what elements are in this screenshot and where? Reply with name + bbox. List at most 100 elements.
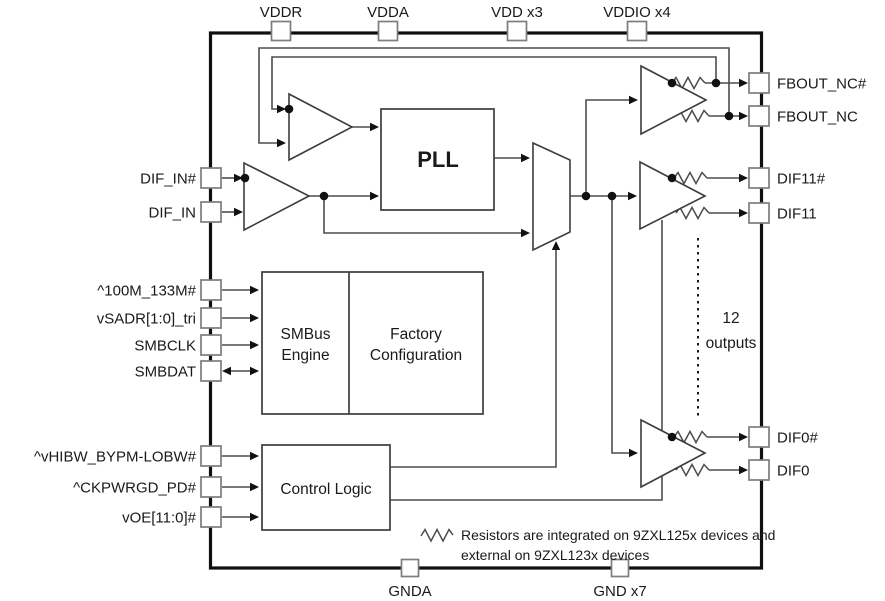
resistor-note-line2: external on 9ZXL123x devices [461,547,649,563]
fbout-output-buffer [640,64,708,136]
pin-label-dif0: DIF0 [777,463,810,480]
arrow-icon [234,207,243,217]
arrow-icon [250,366,259,376]
arrow-icon [739,208,748,218]
dif0-feed-wire [611,196,630,454]
junction-dot [284,104,294,114]
junction-dot [711,78,721,88]
pin-dif-in-n [200,167,222,189]
pin-label-vdda: VDDA [367,4,409,21]
pin-dif11-n [748,167,770,189]
pin-label-sadr: vSADR[1:0]_tri [97,311,196,328]
pin-label-vddr: VDDR [260,4,303,21]
arrow-icon [739,465,748,475]
resistor-note-line1: Resistors are integrated on 9ZXL125x dev… [461,527,775,543]
smbus-engine-label-line1: SMBus [281,326,331,343]
arrow-icon [250,285,259,295]
junction-dots [240,78,734,442]
arrow-icon [250,313,259,323]
arrow-icon [234,173,243,183]
fb-loop-neg-wire [258,47,730,144]
arrow-icon [739,432,748,442]
junction-dot [319,191,329,201]
resistor-fbout-pos [671,75,706,91]
pin-gnd [610,558,630,578]
pin-label-dif-in: DIF_IN [148,205,196,222]
resistor-dif0-pos [673,429,708,445]
pin-vddr [270,20,292,42]
factory-config-label-line2: Configuration [370,347,462,364]
pin-vdd [506,20,528,42]
arrow-icon [629,448,638,458]
arrow-icon [629,95,638,105]
junction-dot [667,78,677,88]
pin-squares [200,20,770,578]
arrow-icon [628,191,637,201]
resistor-dif11-neg [675,205,710,221]
pin-fbout-nc-n [748,72,770,94]
resistor-legend-icon [420,527,454,543]
feedback-input-buffer [288,92,354,162]
arrow-icon [277,138,286,148]
pin-label-vdd: VDD x3 [491,4,543,21]
junction-dot [581,191,591,201]
smbus-factory-block [261,271,484,415]
arrow-icon [222,366,231,376]
pin-dif0-n [748,426,770,448]
pin-smbdat [200,360,222,382]
pin-ckpwrgd-pd [200,476,222,498]
fbout-feed-wire [585,99,630,196]
arrow-icon [370,191,379,201]
pin-fbout-nc [748,105,770,127]
dif11-output-buffer [639,160,707,231]
pin-gnda [400,558,420,578]
resistor-dif11-pos [673,170,708,186]
pin-label-gnda: GNDA [388,583,431,600]
pin-label-smbclk: SMBCLK [134,338,196,355]
arrow-icon [250,451,259,461]
pin-dif0 [748,459,770,481]
junction-dot [240,173,250,183]
arrowheads [222,78,748,522]
pll-label: PLL [417,147,459,172]
pin-label-gnd: GND x7 [593,583,646,600]
arrow-icon [739,78,748,88]
fb-loop-pos-wire [271,56,717,110]
enable-wire [390,220,663,501]
pin-sadr [200,307,222,329]
arrow-icon [250,482,259,492]
pin-100m-133m [200,279,222,301]
pin-label-dif11-n: DIF11# [777,171,826,188]
arrow-icon [551,241,561,250]
pin-label-hibw-bypm-lobw: ^vHIBW_BYPM-LOBW# [34,449,197,466]
arrow-icon [277,104,286,114]
pin-vddio [626,20,648,42]
pin-label-dif0-n: DIF0# [777,430,819,447]
arrow-icon [521,153,530,163]
bypass-wire [323,196,522,234]
mux-select-wire [390,249,557,468]
junction-dot [724,111,734,121]
junction-dot [607,191,617,201]
output-count-line2: outputs [706,335,757,352]
dif0-output-buffer [640,418,707,489]
arrow-icon [250,512,259,522]
arrow-icon [521,228,530,238]
pin-label-100m-133m: ^100M_133M# [97,283,196,300]
control-logic-label: Control Logic [280,481,372,498]
pin-label-ckpwrgd-pd: ^CKPWRGD_PD# [73,480,197,497]
pin-dif11 [748,202,770,224]
pin-vdda [377,20,399,42]
pin-smbclk [200,334,222,356]
pll-block [380,108,495,211]
dif-input-buffer [243,161,311,232]
factory-config-label-line1: Factory [390,326,442,343]
pin-hibw-bypm-lobw [200,445,222,467]
clock-mux [532,141,571,252]
output-count-line1: 12 [722,310,739,327]
smbus-engine-label-line2: Engine [281,347,329,364]
wires [222,47,740,518]
arrow-icon [739,111,748,121]
